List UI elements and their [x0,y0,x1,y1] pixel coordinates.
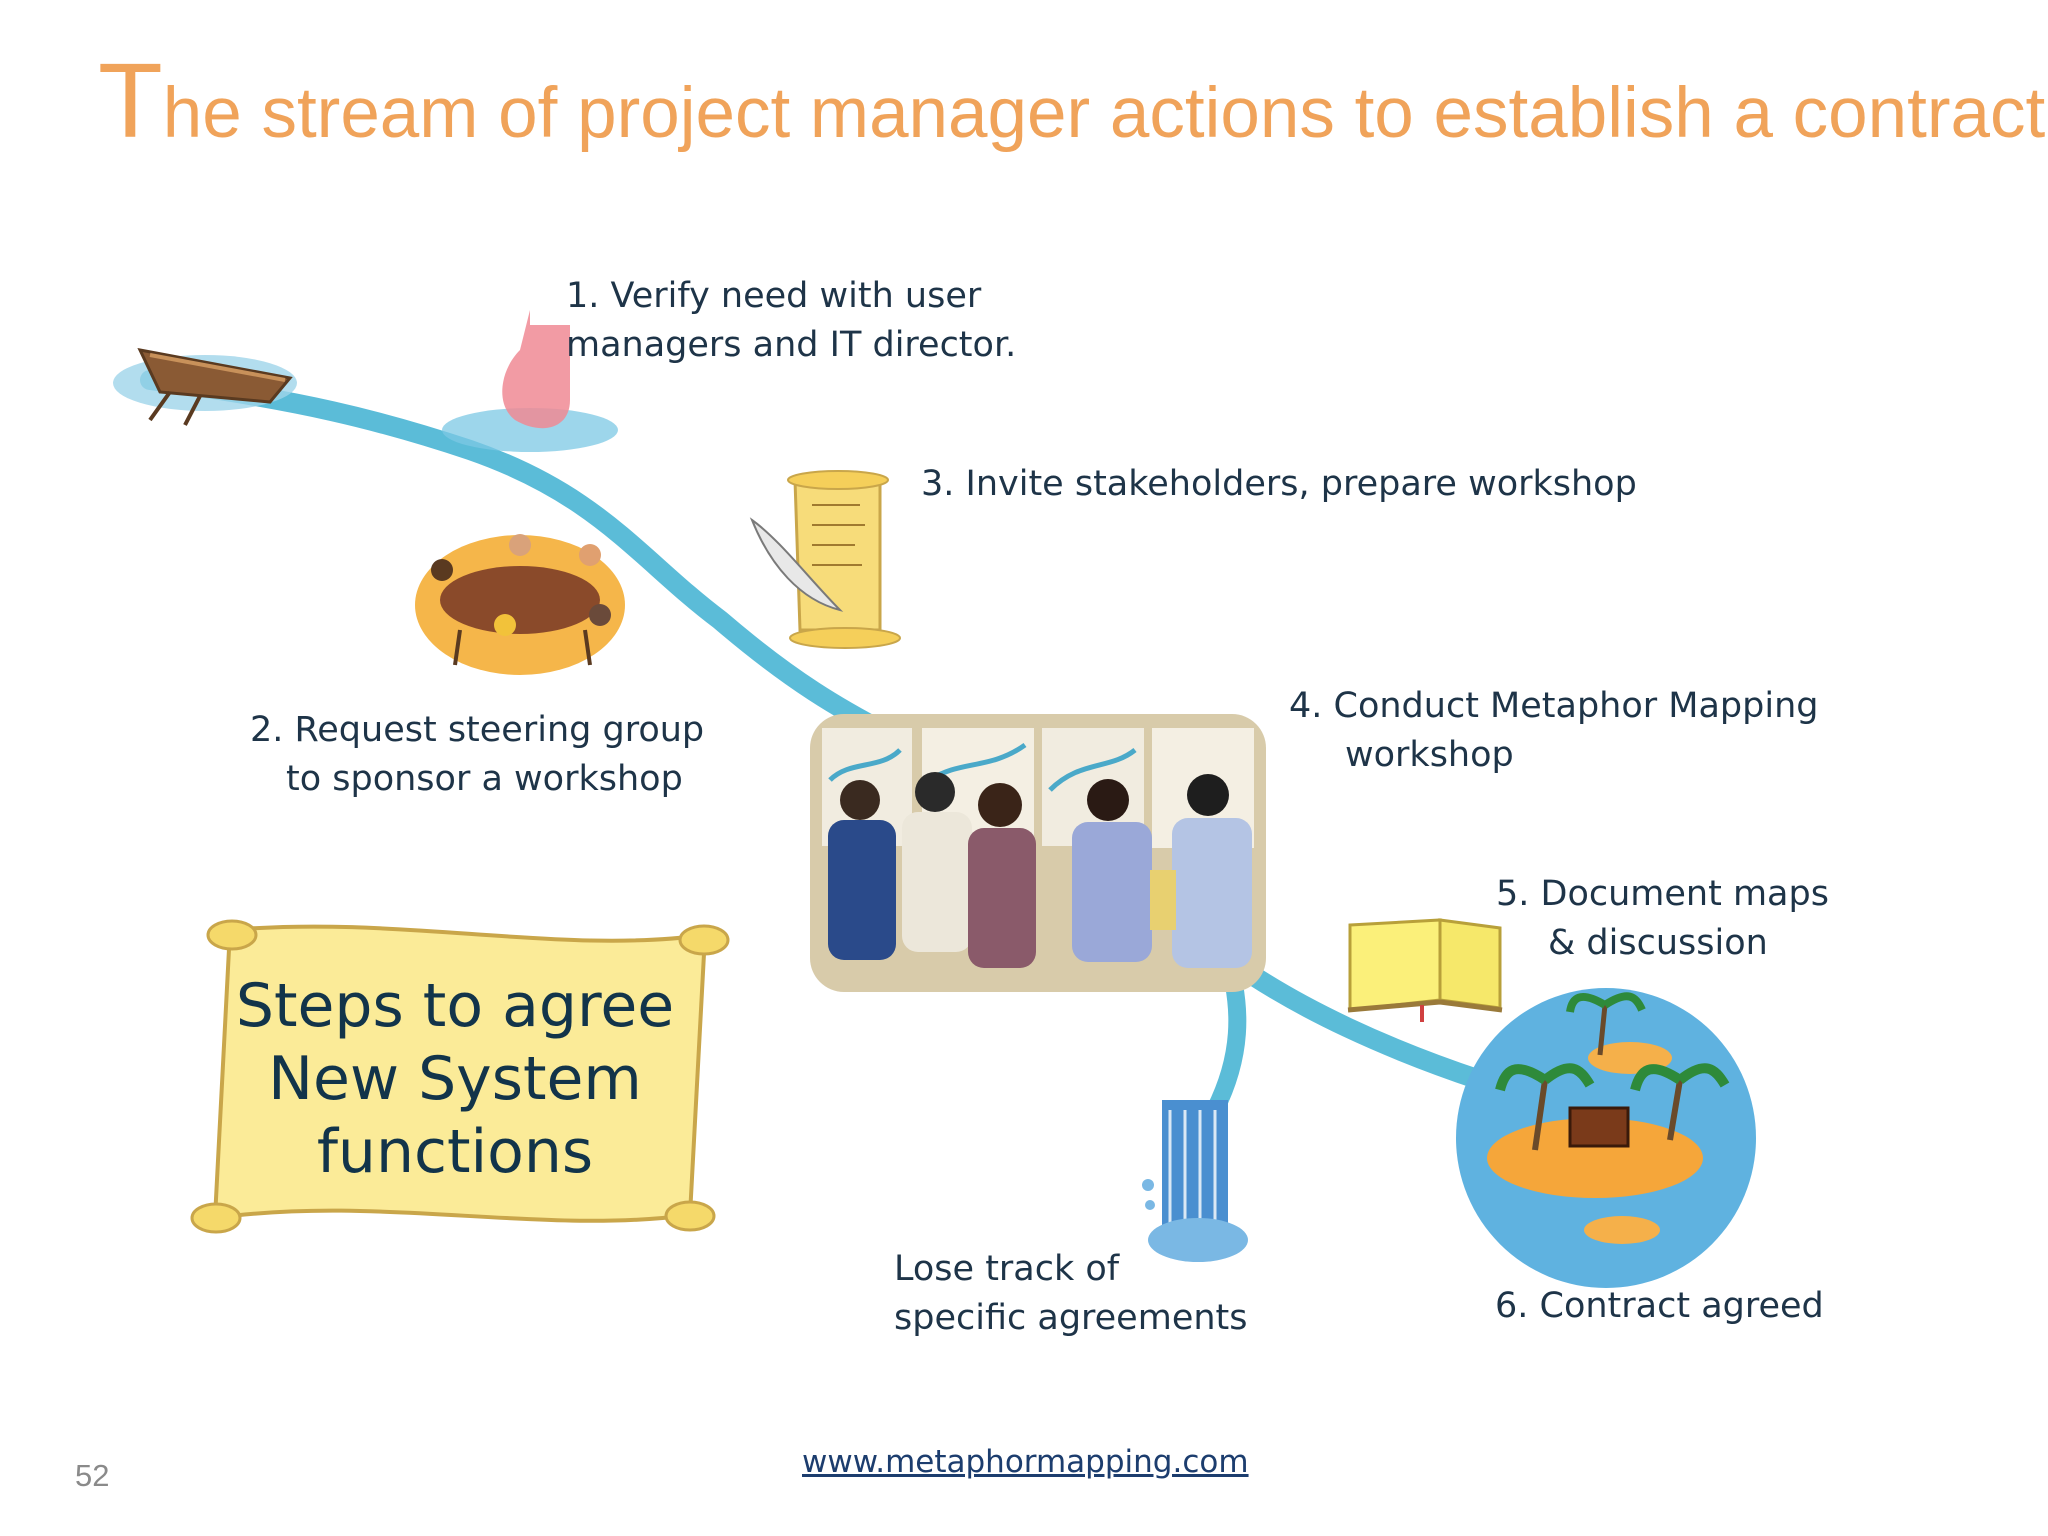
step-2-line-2: to sponsor a workshop [286,759,683,799]
step-1-line-1: 1. Verify need with user [566,276,982,316]
scroll-line-2: New System [268,1044,642,1114]
step-6-line-1: 6. Contract agreed [1495,1286,1824,1326]
side-branch-line-2: specific agreements [894,1298,1248,1338]
rowing-boat-illustration [113,347,297,426]
step-3-line-1: 3. Invite stakeholders, prepare workshop [921,464,1637,504]
side-branch-label: Lose track of specific agreements [894,1245,1248,1343]
title-initial: T [98,42,163,160]
waterfall-illustration [1142,1100,1248,1262]
scroll-line-1: Steps to agree [235,971,675,1041]
step-6-label: 6. Contract agreed [1495,1282,1824,1331]
website-link[interactable]: www.metaphormapping.com [802,1444,1249,1480]
title-rest: he stream of project manager actions to … [162,74,2046,153]
workshop-photo [810,714,1266,992]
side-branch-line-1: Lose track of [894,1249,1120,1289]
step-5-label: 5. Document maps & discussion [1496,870,1829,968]
scroll-line-3: functions [316,1117,594,1187]
step-4-line-2: workshop [1345,735,1514,775]
page-number: 52 [75,1458,110,1493]
steps-scroll-illustration [190,919,730,1234]
step-3-label: 3. Invite stakeholders, prepare workshop [921,460,1637,509]
treasure-island-illustration [1456,988,1756,1288]
step-1-line-2: managers and IT director. [566,325,1017,365]
slide-title: The stream of project manager actions to… [98,48,2045,154]
step-4-line-1: 4. Conduct Metaphor Mapping [1289,686,1819,726]
step-5-line-2: & discussion [1548,923,1768,963]
step-2-label: 2. Request steering group to sponsor a w… [250,706,704,804]
open-book-illustration [1347,918,1503,1022]
step-5-line-1: 5. Document maps [1496,874,1829,914]
main-stream [140,370,1490,1090]
step-1-label: 1. Verify need with user managers and IT… [566,272,1016,370]
step-4-label: 4. Conduct Metaphor Mapping workshop [1289,682,1818,780]
scroll-caption: Steps to agree New System functions [210,970,700,1189]
step-2-line-1: 2. Request steering group [250,710,705,750]
quill-scroll-illustration [749,470,901,649]
foot-in-water-illustration [442,305,618,452]
meeting-table-illustration [415,534,625,675]
